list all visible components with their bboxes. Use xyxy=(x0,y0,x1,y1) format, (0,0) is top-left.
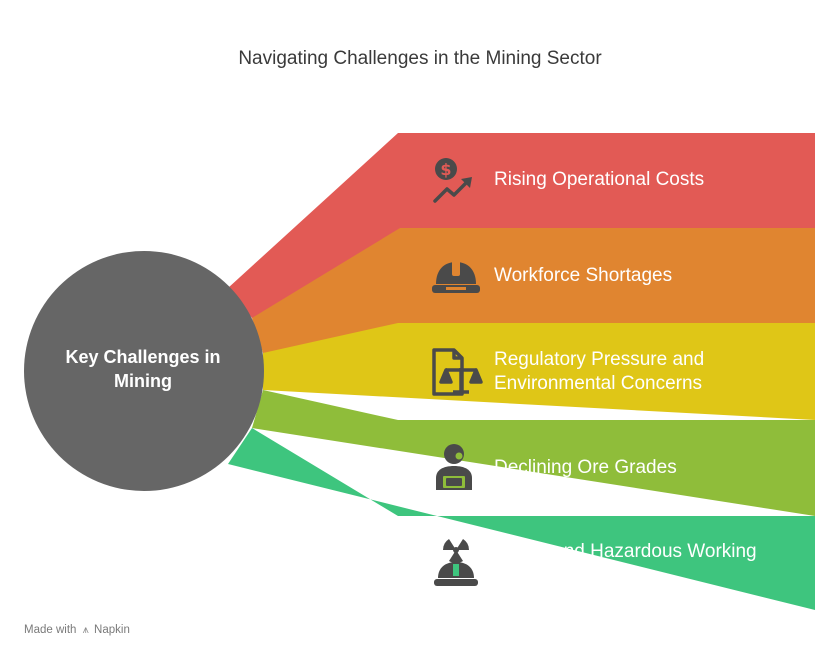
challenge-label-declining-ore-grades: Declining Ore Grades xyxy=(494,457,677,478)
worker-ore-icon xyxy=(436,444,472,490)
footer: Made with ⩚ Napkin xyxy=(24,624,130,637)
band-workforce-shortages xyxy=(252,228,815,353)
challenge-label-safety-hazards: Safety and Hazardous Working Conditions xyxy=(494,541,757,586)
made-with-text: Made with xyxy=(24,624,77,636)
radiation-hat-icon xyxy=(434,539,478,586)
challenge-label-regulatory-pressure: Regulatory Pressure and Environmental Co… xyxy=(494,349,705,394)
challenge-label-rising-operational-costs: Rising Operational Costs xyxy=(494,169,705,190)
page-title: Navigating Challenges in the Mining Sect… xyxy=(238,48,602,69)
band-regulatory-pressure xyxy=(263,323,815,420)
dollar-trend-icon: $ xyxy=(433,158,472,203)
napkin-brand: Napkin xyxy=(94,624,130,636)
band-declining-ore-grades xyxy=(252,390,815,516)
hard-hat-icon xyxy=(432,260,480,293)
center-circle xyxy=(24,251,264,491)
document-scales-icon xyxy=(432,348,483,396)
svg-text:$: $ xyxy=(440,160,451,179)
center-label: Key Challenges in Mining xyxy=(65,347,221,391)
band-safety-hazards xyxy=(228,428,815,610)
napkin-logo-icon: ⩚ xyxy=(82,624,89,636)
challenge-label-workforce-shortages: Workforce Shortages xyxy=(494,265,673,286)
